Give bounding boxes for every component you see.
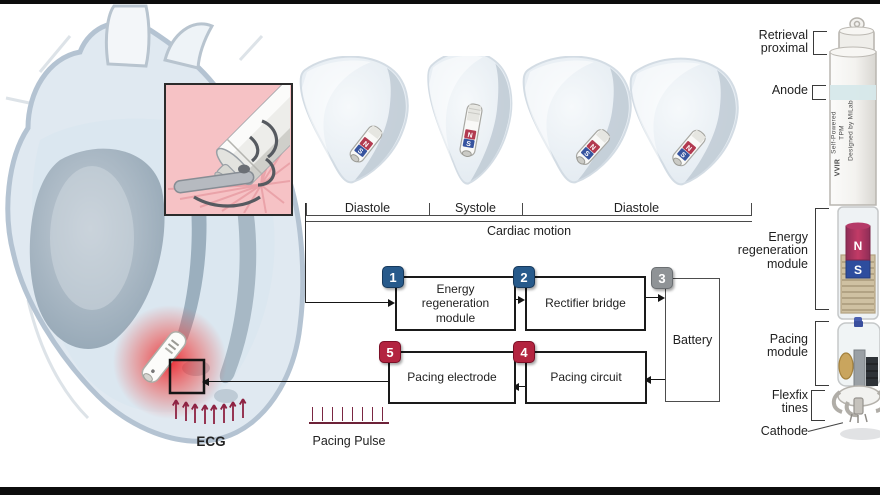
svg-text:S: S (679, 151, 687, 160)
device-label-energy-module: Energy regeneration module (737, 230, 808, 271)
apex-diastole-2 (522, 56, 632, 184)
phase-label-systole: Systole (455, 201, 496, 215)
inset-fixation-hub (238, 164, 250, 174)
flow-box-pacing-electrode: Pacing electrode (388, 351, 516, 404)
badge-1: 1 (382, 266, 404, 288)
pacing-chip (866, 357, 878, 386)
svg-text:S: S (854, 263, 862, 277)
inset-paddle (173, 170, 255, 194)
aorta-stub (163, 22, 215, 70)
flow-box-battery: Battery (665, 278, 720, 402)
device-shadow (840, 428, 880, 440)
pacing-pulse-waveform (309, 407, 389, 424)
cardiac-motion-line (306, 221, 752, 222)
device-label-retrieval-proximal: Retrieval proximal (758, 28, 808, 56)
apex-sequence: N S N S N S (299, 56, 739, 186)
svg-text:N: N (588, 143, 596, 152)
inset-magnified-view (164, 62, 339, 216)
zoom-target-square (168, 358, 206, 395)
arrow-battery-box4 (651, 379, 665, 380)
bracket-flexfix (811, 390, 825, 421)
device-diagram: S N (829, 17, 880, 440)
heart-illustration (5, 4, 306, 444)
bottom-letterbox-bar (0, 487, 880, 495)
device-label-flexfix-tines: Flexfix tines (771, 388, 808, 416)
capsule-print-mode: VVIR (834, 158, 842, 177)
mini-capsule-4: N S (672, 129, 706, 167)
top-letterbox-bar (0, 0, 880, 4)
inset-art (167, 62, 339, 214)
flow-box-label: Pacing circuit (550, 370, 622, 385)
svg-text:N: N (467, 132, 473, 140)
capsule-print-line3: Designed by MiLab (847, 100, 855, 161)
bracket-tick (522, 203, 523, 216)
arrowhead-box2 (518, 296, 525, 304)
trabecula (214, 389, 238, 403)
bracket-tick (751, 203, 752, 216)
svg-text:N: N (854, 239, 863, 253)
svg-text:N: N (684, 144, 692, 153)
capsule-body (829, 51, 877, 206)
pacing-pulse-label: Pacing Pulse (312, 434, 386, 448)
flow-box-label: Battery (672, 332, 713, 347)
cardiac-motion-label: Cardiac motion (486, 224, 572, 238)
pacing-component-gold (838, 352, 854, 380)
arrow-box2-battery (642, 297, 659, 298)
flow-box-label: Energy regeneration module (421, 282, 490, 325)
flexfix-tine-loops (831, 390, 880, 418)
flow-box-energy-regeneration: Energy regeneration module (395, 276, 516, 331)
cathode-pin (853, 397, 864, 415)
bracket-retrieval (813, 31, 827, 55)
badge-4: 4 (513, 341, 535, 363)
ecg-label: ECG (196, 434, 226, 449)
phase-label-diastole-2: Diastole (613, 201, 660, 215)
svg-text:S: S (582, 150, 590, 159)
arrowhead-box4 (644, 376, 651, 384)
badge-3: 3 (651, 267, 673, 289)
phase-label-diastole-1: Diastole (344, 201, 391, 215)
connector-heart-to-flow (305, 203, 306, 303)
bracket-energy-module (815, 208, 829, 310)
svg-text:S: S (356, 147, 364, 156)
inset-tines (193, 119, 279, 208)
arrowhead-into-box1 (388, 299, 395, 307)
arrow-box5-heart (209, 381, 388, 382)
bracket-tick (429, 203, 430, 216)
badge-5: 5 (379, 341, 401, 363)
ecg-waveform (172, 398, 247, 424)
device-label-pacing-module: Pacing module (767, 332, 808, 360)
flow-box-label: Rectifier bridge (545, 296, 626, 311)
bracket-pacing-module (815, 321, 829, 386)
cathode-feet (849, 413, 868, 423)
flow-box-rectifier-bridge: Rectifier bridge (525, 276, 646, 331)
bracket-anode (812, 85, 826, 100)
mini-capsule-2: N S (459, 103, 483, 158)
arrow-box4-box5 (519, 386, 525, 387)
vessel-stub (104, 4, 151, 68)
device-label-cathode: Cathode (760, 424, 808, 438)
svg-text:S: S (466, 141, 472, 149)
apex-diastole-1 (299, 56, 409, 184)
anode-band (830, 85, 876, 100)
badge-2: 2 (513, 266, 535, 288)
connector-into-box1 (306, 302, 388, 303)
arrowhead-heart (202, 378, 209, 386)
background-streaks (5, 34, 264, 420)
device-label-anode: Anode (771, 83, 808, 97)
arrowhead-battery (658, 294, 665, 302)
pacing-pcb (853, 349, 866, 388)
mini-capsule-3: N S (575, 128, 611, 166)
bracket-tick (306, 203, 307, 216)
svg-text:N: N (361, 140, 369, 149)
flow-box-pacing-circuit: Pacing circuit (525, 351, 647, 404)
flow-box-label: Pacing electrode (407, 370, 497, 385)
mini-capsule-1: N S (349, 125, 383, 163)
chamber-highlight (50, 166, 134, 310)
phase-bracket-line (306, 215, 752, 216)
